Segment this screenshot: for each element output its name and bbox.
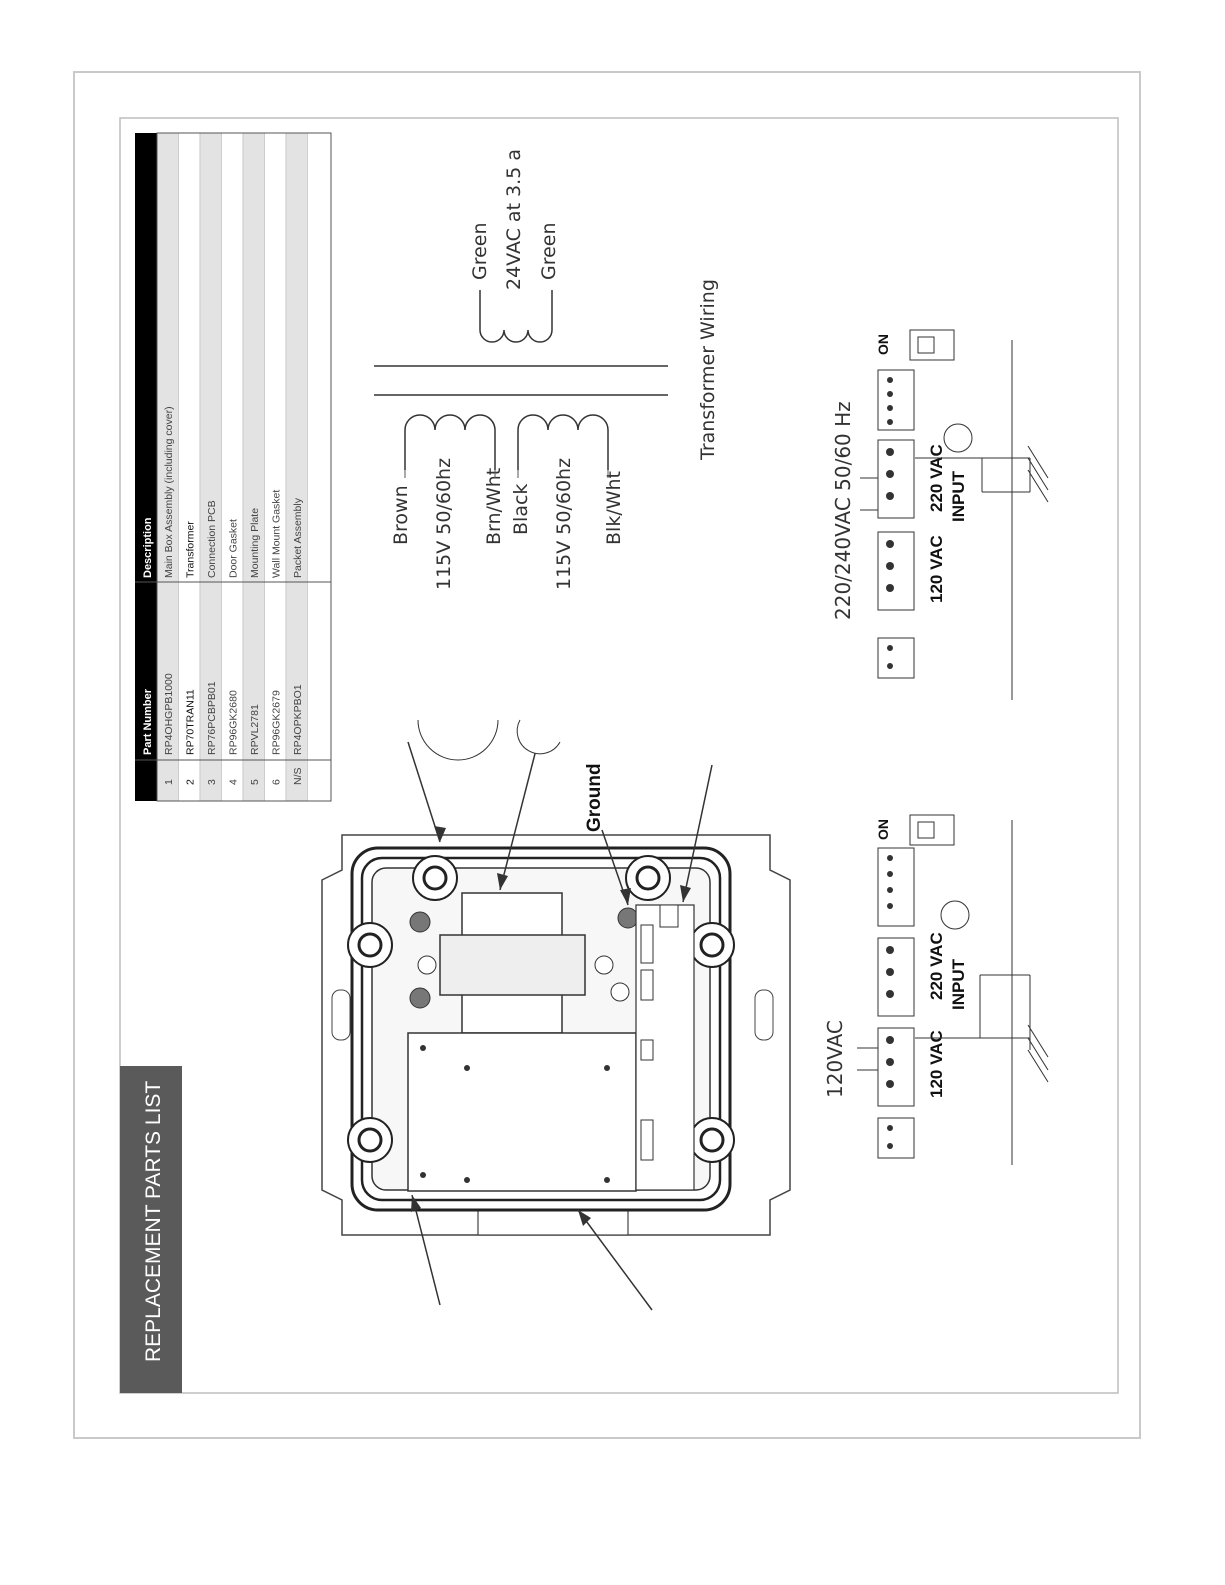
primary-2-bottom-label: Blk/Wht — [603, 471, 625, 545]
table-outline — [156, 132, 332, 802]
section-title-banner: REPLACEMENT PARTS LIST — [120, 1066, 182, 1393]
table-cell-part-number: RPVL2781 — [249, 704, 261, 755]
table-cell-description: Transformer — [185, 521, 197, 578]
table-cell-item: 2 — [185, 779, 197, 785]
primary-1-rating: 115V 50/60hz — [433, 458, 455, 590]
transformer-screw-1 — [417, 955, 437, 975]
table-cell-part-number: RP96GK2680 — [228, 690, 240, 755]
mounting-slot-right — [754, 989, 774, 1041]
primary-2-rating: 115V 50/60hz — [553, 458, 575, 590]
wiring-120-right-label: 220 VAC — [927, 932, 946, 1000]
table-cell-item: 1 — [163, 779, 175, 785]
table-cell-item: N/S — [292, 767, 304, 785]
wiring-120-title: 120VAC — [823, 1020, 847, 1098]
table-cell-part-number: RP76PCBPB01 — [206, 681, 218, 755]
wiring-220-left-label: 120 VAC — [927, 535, 946, 603]
table-cell-part-number: RP4OPKPBO1 — [292, 684, 304, 755]
transformer-wiring-diagram: Brown 115V 50/60hz Brn/Wht Black 115V 50… — [374, 149, 719, 590]
wiring-220-switch-label: ON — [875, 334, 891, 355]
wiring-220-title: 220/240VAC 50/60 Hz — [831, 401, 855, 620]
content-border — [119, 117, 1119, 1394]
pcb-hole — [610, 982, 630, 1002]
standoff-1 — [409, 911, 431, 933]
door-gasket — [360, 856, 722, 1202]
wiring-120-lines — [915, 820, 1049, 1165]
connection-pcb — [407, 1032, 637, 1192]
table-cell-description: Main Box Assembly (including cover) — [163, 406, 175, 578]
primary-1-bottom-label: Brn/Wht — [483, 468, 505, 545]
leader-arrowheads — [411, 826, 691, 1226]
table-cell-item: 5 — [249, 779, 261, 785]
secondary-coil — [479, 290, 553, 343]
callout-bubble-1 — [417, 719, 499, 761]
pcb-holes — [420, 1045, 610, 1183]
wiring-120-input-label: INPUT — [949, 958, 968, 1010]
secondary-rating: 24VAC at 3.5 a — [503, 149, 525, 290]
title-banner-bg — [120, 1066, 182, 1393]
secondary-top-label: Green — [469, 222, 491, 280]
table-header-description: Description — [142, 517, 154, 578]
table-cell-part-number: RP96GK2679 — [271, 690, 283, 755]
terminal-strip-220 — [877, 329, 973, 679]
ground-stud — [617, 907, 639, 929]
standoff-2 — [409, 987, 431, 1009]
table-header-bg — [135, 133, 157, 801]
primary-coil-1 — [404, 414, 496, 470]
transformer-core — [439, 934, 586, 996]
pcb-terminals — [640, 904, 679, 1161]
wiring-220-lines — [915, 340, 1049, 700]
table-header-part-number: Part Number — [142, 688, 154, 755]
table-cell-description: Packet Assembly — [292, 497, 304, 578]
section-title: REPLACEMENT PARTS LIST — [142, 1081, 165, 1362]
enclosure-assembly-drawing: Ground — [321, 719, 791, 1311]
table-cell-description: Wall Mount Gasket — [271, 490, 283, 578]
table-cell-item: 3 — [206, 779, 218, 785]
wiring-220-input-label: INPUT — [949, 470, 968, 522]
table-cell-item: 6 — [271, 779, 283, 785]
primary-2-top-label: Black — [510, 484, 532, 535]
secondary-bottom-label: Green — [538, 222, 560, 280]
transformer-screw-2 — [594, 955, 614, 975]
table-cell-description: Mounting Plate — [249, 508, 261, 578]
transformer-wiring-title: Transformer Wiring — [697, 279, 719, 461]
callout-bubble-2 — [516, 719, 561, 755]
primary-1-top-label: Brown — [390, 485, 412, 545]
wiring-120-switch-label: ON — [875, 819, 891, 840]
parts-table: Part Number Description 1 RP4OHGPB1000 Mai… — [135, 132, 332, 802]
wiring-120vac-diagram: 120VAC ON 120 VAC 220 VAC INPUT — [823, 814, 1049, 1165]
wiring-220-right-label: 220 VAC — [927, 444, 946, 512]
table-cell-item: 4 — [228, 779, 240, 785]
terminal-strip-120 — [877, 814, 970, 1159]
table-cell-part-number: RP70TRAN11 — [185, 689, 197, 755]
corner-bosses — [347, 855, 735, 1163]
table-cell-description: Door Gasket — [228, 519, 240, 578]
primary-coil-2 — [517, 414, 609, 470]
ground-label: Ground — [584, 763, 605, 832]
mounting-slot-left — [331, 989, 351, 1041]
table-cell-description: Connection PCB — [206, 500, 218, 578]
wiring-220vac-diagram: 220/240VAC 50/60 Hz ON 120 VAC 220 VAC I… — [831, 329, 1049, 700]
wiring-120-left-label: 120 VAC — [927, 1030, 946, 1098]
table-cell-part-number: RP4OHGPB1000 — [163, 673, 175, 755]
table-row — [242, 132, 265, 802]
